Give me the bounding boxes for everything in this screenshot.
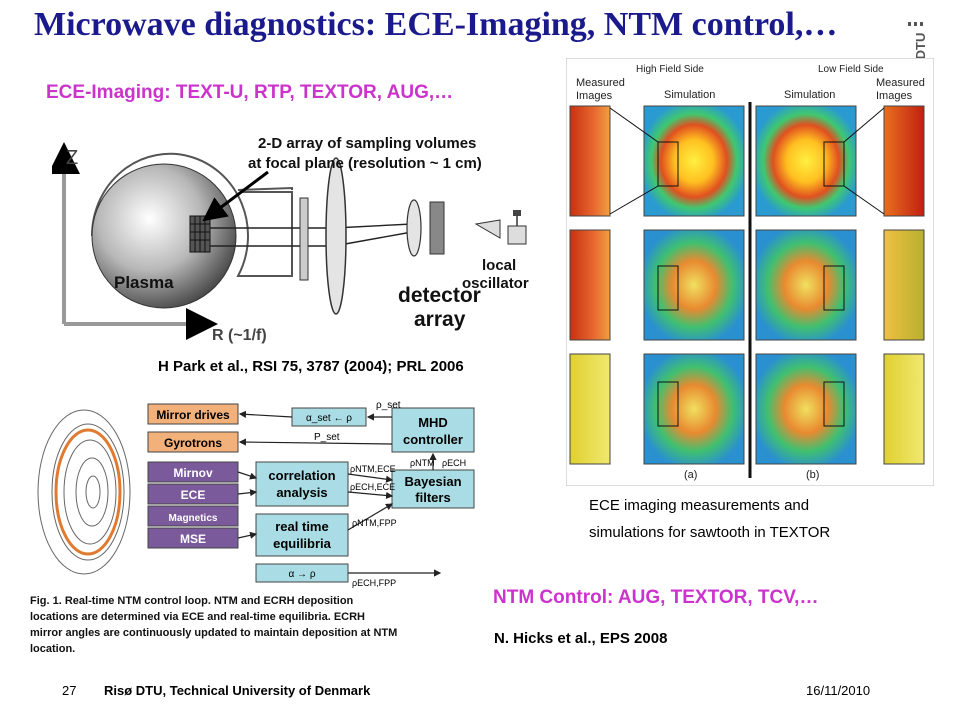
hfs-label: High Field Side <box>636 64 704 75</box>
plasma-label: Plasma <box>114 273 174 292</box>
plasma-sphere <box>91 163 237 309</box>
rho-ech-label: ρECH <box>442 458 466 468</box>
flux-surfaces <box>37 409 131 575</box>
correlation-line-1: correlation <box>268 468 335 483</box>
mirror-drives-label: Mirror drives <box>156 408 230 422</box>
fig-caption-line-4: location. <box>30 643 75 655</box>
fig-caption-line-3: mirror angles are continuously updated t… <box>30 627 397 639</box>
measured-left-2: Images <box>576 90 613 102</box>
r-axis-label: R (~1/f) <box>212 327 267 344</box>
lo-line-1: local <box>482 257 516 274</box>
slide-footer: 27 Risø DTU, Technical University of Den… <box>0 683 960 705</box>
measured-right-2: Images <box>876 90 913 102</box>
simulation-right: Simulation <box>784 89 835 101</box>
rho-set-label: ρ_set <box>376 400 401 411</box>
panel-b-label: (b) <box>806 469 819 481</box>
lfs-label: Low Field Side <box>818 64 884 75</box>
fig-caption-line-1: Fig. 1. Real-time NTM control loop. NTM … <box>30 595 354 607</box>
mirnov-label: Mirnov <box>173 466 213 480</box>
rt-equilibria-line-1: real time <box>275 519 328 534</box>
ntm-control-diagram: Mirror drives Gyrotrons Mirnov ECE Magne… <box>30 400 482 660</box>
hicks-citation: N. Hicks et al., EPS 2008 <box>494 630 668 647</box>
ece-image-caption: ECE imaging measurements and simulations… <box>589 492 909 546</box>
callout-line-2: at focal plane (resolution ~ 1 cm) <box>248 155 482 172</box>
panel-a-label: (a) <box>684 469 697 481</box>
ece-imaging-schematic: Z R (~1/f) Plasma 2-D array of sampling … <box>52 128 548 350</box>
caption-line-1: ECE imaging measurements and <box>589 497 810 514</box>
detector-line-2: array <box>414 308 466 331</box>
footer-organization: Risø DTU, Technical University of Denmar… <box>104 683 371 698</box>
ece-block-label: ECE <box>181 488 206 502</box>
p-set-label: P_set <box>314 432 340 443</box>
mse-label: MSE <box>180 532 206 546</box>
alpha-rho-label: α → ρ <box>288 569 315 580</box>
page-number: 27 <box>62 683 77 698</box>
lo-line-2: oscillator <box>462 275 529 292</box>
measured-left-1: Measured <box>576 77 625 89</box>
rho-ech-fpp-label: ρECH,FPP <box>352 578 396 588</box>
bayesian-line-2: filters <box>415 490 450 505</box>
callout-line-1: 2-D array of sampling volumes <box>258 135 476 152</box>
magnetics-label: Magnetics <box>169 513 218 524</box>
ece-image-comparison: High Field Side Low Field Side Measured … <box>566 58 934 486</box>
rt-equilibria-line-2: equilibria <box>273 536 332 551</box>
logo-text: DTU <box>913 33 928 60</box>
footer-date: 16/11/2010 <box>806 683 871 698</box>
mhd-line-2: controller <box>403 432 463 447</box>
fig-caption-line-2: locations are determined via ECE and rea… <box>30 611 365 623</box>
gyrotrons-label: Gyrotrons <box>164 436 222 450</box>
simulation-left: Simulation <box>664 89 715 101</box>
caption-line-2: simulations for sawtooth in TEXTOR <box>589 524 831 541</box>
z-axis-label: Z <box>66 147 78 169</box>
sampling-grid <box>189 215 211 253</box>
correlation-line-2: analysis <box>276 485 327 500</box>
page-title: Microwave diagnostics: ECE-Imaging, NTM … <box>34 6 838 43</box>
park-citation: H Park et al., RSI 75, 3787 (2004); PRL … <box>158 358 464 375</box>
detector-line-1: detector <box>398 284 481 307</box>
dtu-logo: DTU <box>908 22 928 60</box>
rho-ntm-fpp-label: ρNTM,FPP <box>352 518 397 528</box>
rho-ntm-ece-label: ρNTM,ECE <box>350 464 396 474</box>
mhd-line-1: MHD <box>418 415 448 430</box>
alpha-set-label: α_set ← ρ <box>306 413 352 424</box>
ntm-control-heading: NTM Control: AUG, TEXTOR, TCV,… <box>493 587 819 608</box>
bayesian-line-1: Bayesian <box>404 474 461 489</box>
rho-ech-ece-label: ρECH,ECE <box>350 482 395 492</box>
ece-imaging-heading: ECE-Imaging: TEXT-U, RTP, TEXTOR, AUG,… <box>46 82 454 103</box>
measured-right-1: Measured <box>876 77 925 89</box>
rho-ntm-label: ρNTM <box>410 458 435 468</box>
